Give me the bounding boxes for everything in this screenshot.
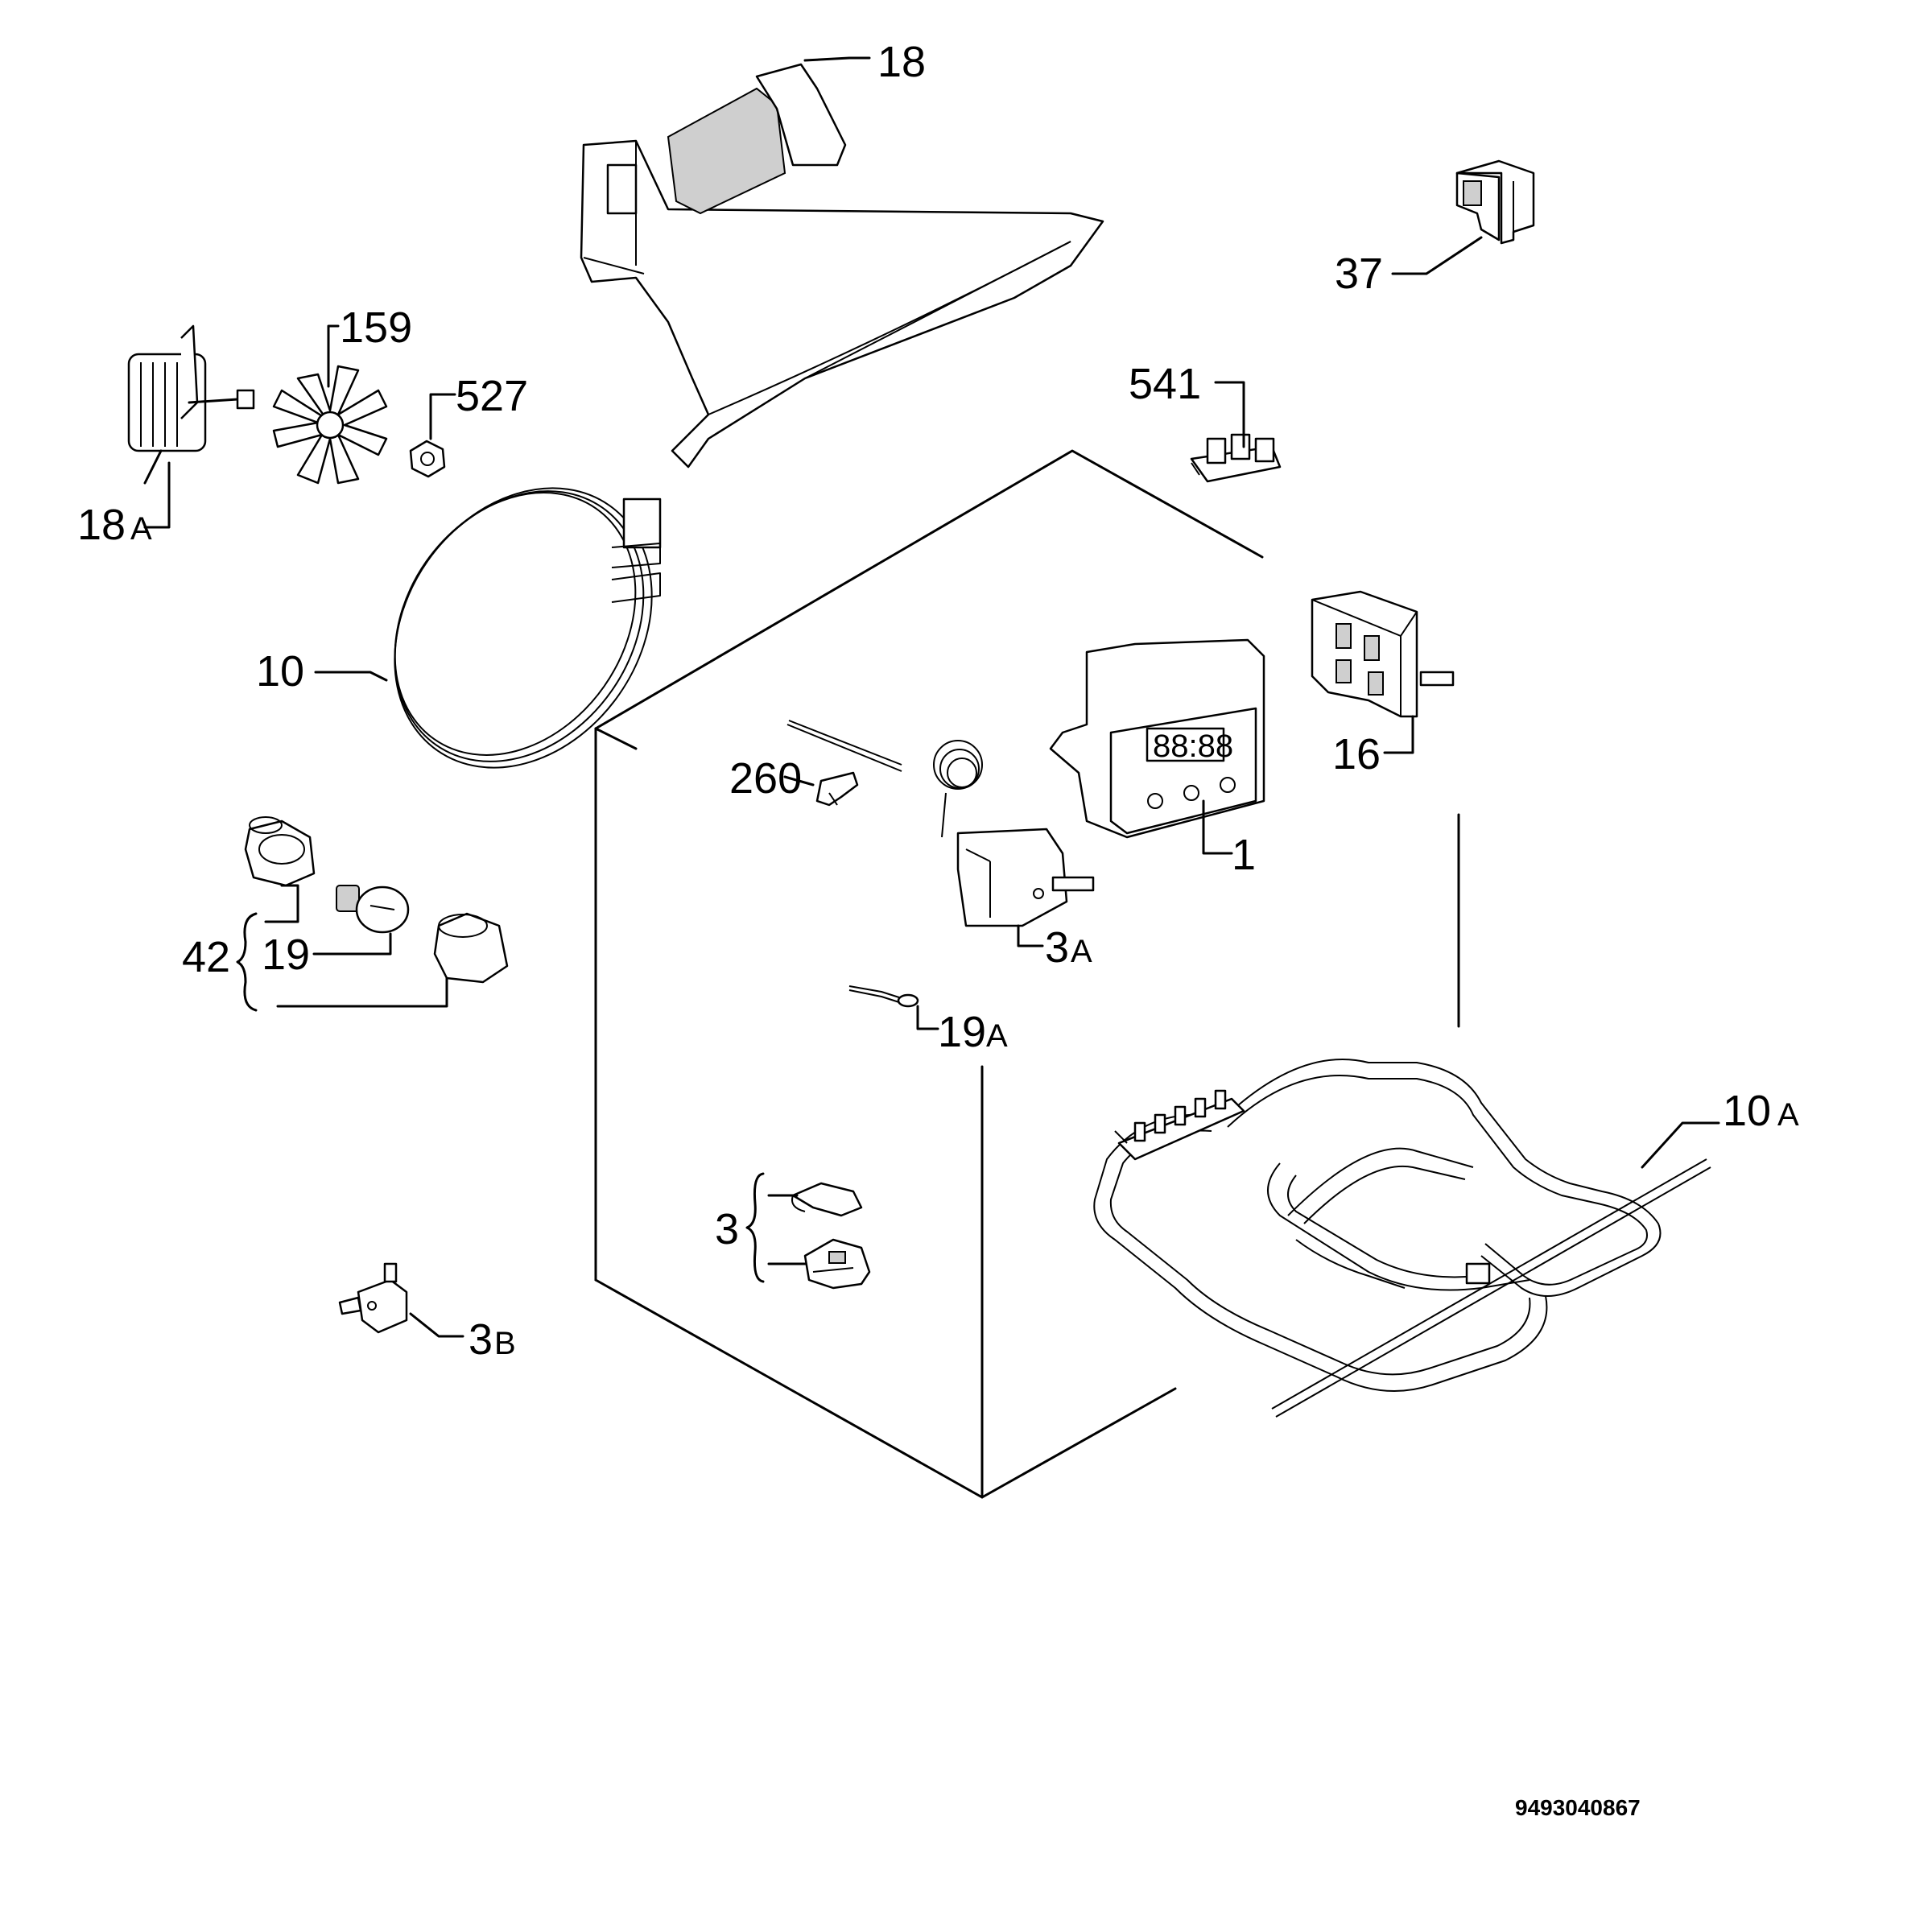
label-159: 159 xyxy=(340,303,412,352)
label-260: 260 xyxy=(729,754,802,803)
clip-260-part xyxy=(815,771,859,807)
round-heating-element-part xyxy=(394,487,662,769)
label-42: 42 xyxy=(182,933,230,981)
thermostat-part xyxy=(786,720,1095,927)
label-10a-number: 10 xyxy=(1723,1087,1771,1135)
lamp-holder-part xyxy=(244,816,316,887)
label-18: 18 xyxy=(877,38,926,86)
label-10a-suffix: A xyxy=(1777,1097,1799,1133)
sensor-19a-part xyxy=(848,985,919,1008)
fan-blade-part xyxy=(272,365,388,485)
label-3b-number: 3 xyxy=(469,1315,493,1364)
label-19: 19 xyxy=(262,931,310,979)
lamp-bulb-part xyxy=(336,885,410,934)
label-3a-number: 3 xyxy=(1045,923,1069,972)
clip-3-part xyxy=(791,1182,871,1290)
fan-motor-part xyxy=(127,324,255,485)
drawing-code: 9493040867 xyxy=(1515,1795,1641,1820)
label-16: 16 xyxy=(1332,730,1381,778)
timer-display-digits: 88:88 xyxy=(1153,729,1233,764)
switch-37-part xyxy=(1455,159,1535,245)
label-18a-suffix: A xyxy=(130,511,152,547)
grill-heating-element-part xyxy=(1093,1059,1711,1418)
label-18a-number: 18 xyxy=(77,501,126,549)
label-3a-suffix: A xyxy=(1071,934,1092,969)
label-541: 541 xyxy=(1129,360,1201,408)
label-19a-number: 19 xyxy=(938,1008,986,1056)
fan-housing-part xyxy=(580,63,1104,469)
label-19a-suffix: A xyxy=(986,1018,1008,1054)
nut-part xyxy=(409,440,446,478)
oven-cavity-box xyxy=(594,449,1460,1499)
electronic-timer-part: 88:88 xyxy=(1049,638,1265,839)
label-3b-suffix: B xyxy=(494,1326,516,1361)
terminal-3b-part xyxy=(338,1262,408,1334)
label-527: 527 xyxy=(456,372,528,420)
label-1: 1 xyxy=(1232,831,1256,879)
label-10: 10 xyxy=(256,647,304,696)
selector-switch-part xyxy=(1311,590,1455,718)
lamp-cover-part xyxy=(433,912,509,984)
terminal-block-part xyxy=(1190,433,1282,483)
label-37: 37 xyxy=(1335,250,1383,298)
label-3: 3 xyxy=(715,1205,739,1253)
